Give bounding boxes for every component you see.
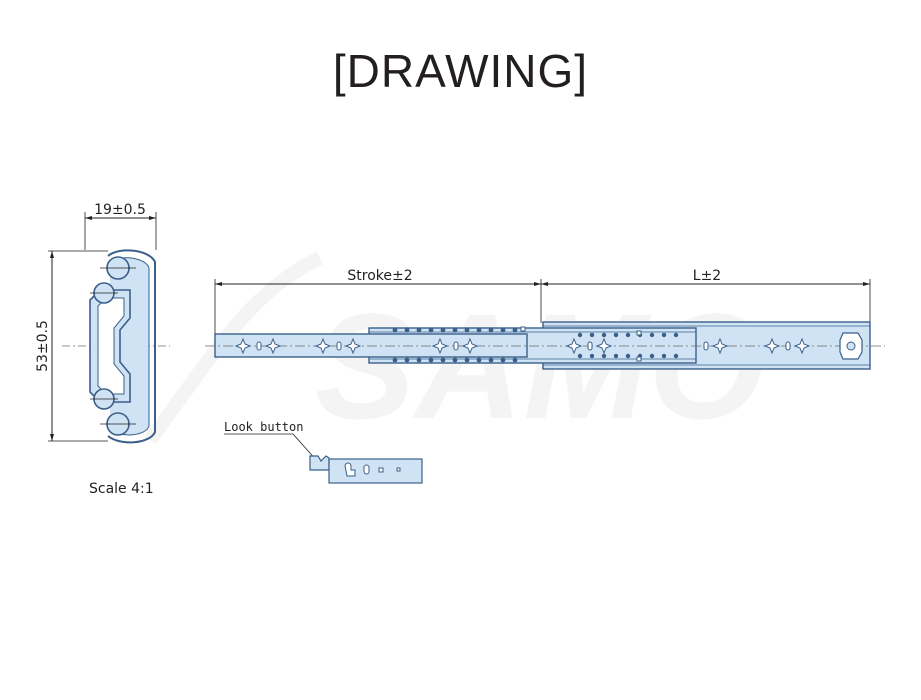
width-dimension: 19±0.5 [94,202,146,218]
page-title: [DRAWING] [332,45,589,97]
watermark-swoosh [144,251,323,445]
inner-rail [214,333,528,358]
side-view: Stroke±2 L±2 [205,268,885,370]
stroke-dimension: Stroke±2 [347,268,412,284]
section-view: 19±0.5 53±0.5 [35,202,170,444]
lock-button-detail: Look button [224,420,423,484]
height-dimension: 53±0.5 [35,320,51,372]
scale-label: Scale 4:1 [89,481,154,497]
lock-button-label: Look button [224,420,303,434]
length-dimension: L±2 [693,268,721,284]
